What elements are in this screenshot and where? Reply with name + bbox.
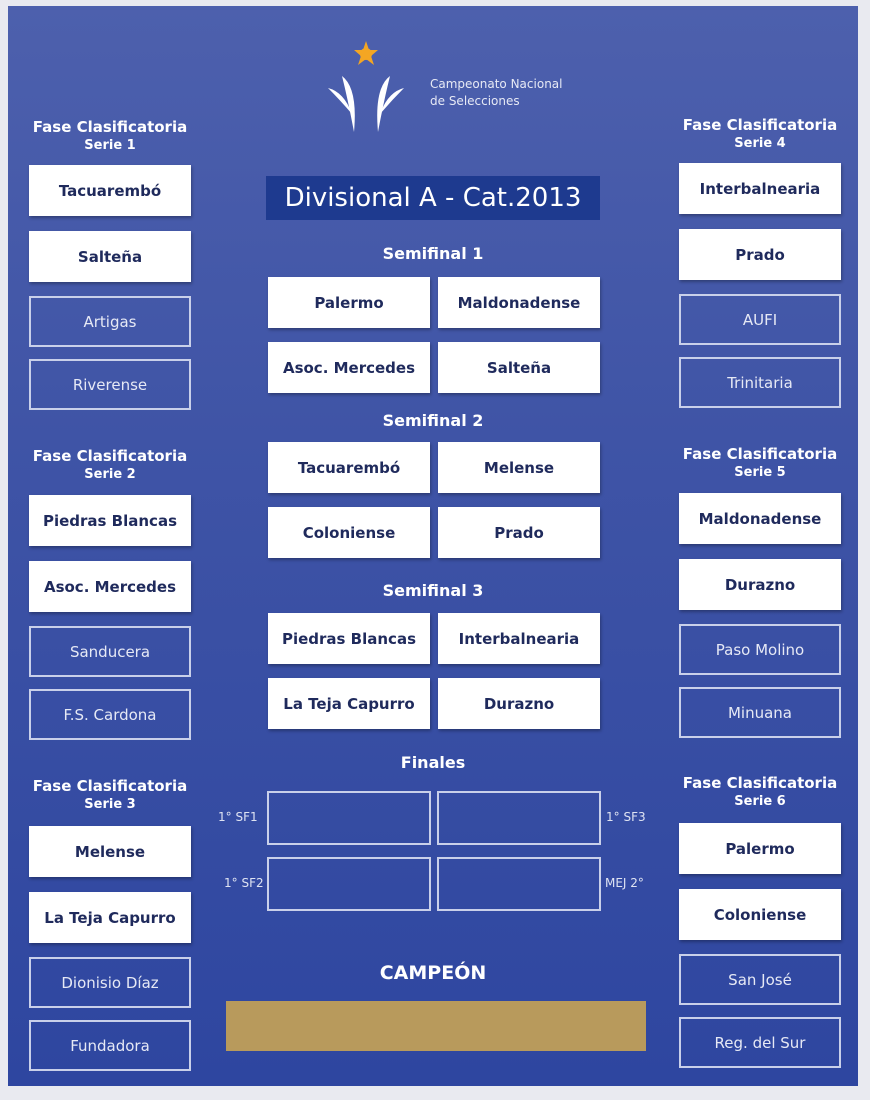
group-serie: Serie 2	[84, 467, 136, 482]
final-slot[interactable]	[437, 857, 601, 911]
final-slot[interactable]	[437, 791, 601, 845]
group-serie: Serie 3	[84, 797, 136, 812]
team-box: Salteña	[29, 231, 191, 282]
team-box: Palermo	[679, 823, 841, 874]
group-title: Fase Clasificatoria	[32, 447, 188, 465]
team-box: F.S. Cardona	[29, 689, 191, 740]
team-box: La Teja Capurro	[29, 892, 191, 943]
team-box: Minuana	[679, 687, 841, 738]
group-title: Fase Clasificatoria	[682, 774, 838, 792]
team-box: Interbalnearia	[679, 163, 841, 214]
team-box: Artigas	[29, 296, 191, 347]
semifinal-label: Semifinal 2	[382, 411, 484, 430]
team-box: Reg. del Sur	[679, 1017, 841, 1068]
team-box: Melense	[29, 826, 191, 877]
semifinal-team: Coloniense	[268, 507, 430, 558]
semifinal-team: Interbalnearia	[438, 613, 600, 664]
semifinal-team: Piedras Blancas	[268, 613, 430, 664]
logo-icon	[328, 41, 404, 132]
logo-text: Campeonato Nacional de Selecciones	[430, 76, 562, 110]
team-box: Asoc. Mercedes	[29, 561, 191, 612]
team-box: Paso Molino	[679, 624, 841, 675]
team-box: Dionisio Díaz	[29, 957, 191, 1008]
group-title: Fase Clasificatoria	[682, 116, 838, 134]
team-box: Riverense	[29, 359, 191, 410]
group-title: Fase Clasificatoria	[32, 118, 188, 136]
team-box: Trinitaria	[679, 357, 841, 408]
semifinal-team: La Teja Capurro	[268, 678, 430, 729]
champion-label: CAMPEÓN	[379, 962, 487, 984]
semifinal-team: Tacuarembó	[268, 442, 430, 493]
logo-line-1: Campeonato Nacional	[430, 77, 563, 91]
group-title: Fase Clasificatoria	[682, 445, 838, 463]
team-box: Prado	[679, 229, 841, 280]
semifinal-team: Maldonadense	[438, 277, 600, 328]
semifinal-label: Semifinal 3	[382, 581, 484, 600]
champion-bar	[226, 1001, 646, 1051]
team-box: AUFI	[679, 294, 841, 345]
page-title: Divisional A - Cat.2013	[266, 176, 600, 220]
semifinal-team: Palermo	[268, 277, 430, 328]
slot-label-mej2: MEJ 2°	[605, 876, 644, 890]
team-box: Durazno	[679, 559, 841, 610]
slot-label-sf1: 1° SF1	[218, 810, 258, 824]
semifinal-team: Prado	[438, 507, 600, 558]
group-title: Fase Clasificatoria	[32, 777, 188, 795]
final-slot[interactable]	[267, 791, 431, 845]
slot-label-sf2: 1° SF2	[224, 876, 264, 890]
semifinal-label: Semifinal 1	[382, 244, 484, 263]
team-box: Coloniense	[679, 889, 841, 940]
semifinal-team: Melense	[438, 442, 600, 493]
final-slot[interactable]	[267, 857, 431, 911]
semifinal-team: Salteña	[438, 342, 600, 393]
group-serie: Serie 6	[734, 794, 786, 809]
team-box: Fundadora	[29, 1020, 191, 1071]
team-box: Maldonadense	[679, 493, 841, 544]
semifinal-team: Asoc. Mercedes	[268, 342, 430, 393]
logo-line-2: de Selecciones	[430, 94, 520, 108]
group-serie: Serie 4	[734, 136, 786, 151]
semifinal-team: Durazno	[438, 678, 600, 729]
team-box: Tacuarembó	[29, 165, 191, 216]
group-serie: Serie 5	[734, 465, 786, 480]
finales-label: Finales	[400, 753, 466, 772]
bracket-poster: Campeonato Nacional de Selecciones Divis…	[8, 6, 858, 1086]
team-box: Sanducera	[29, 626, 191, 677]
team-box: Piedras Blancas	[29, 495, 191, 546]
group-serie: Serie 1	[84, 138, 136, 153]
team-box: San José	[679, 954, 841, 1005]
slot-label-sf3: 1° SF3	[606, 810, 646, 824]
